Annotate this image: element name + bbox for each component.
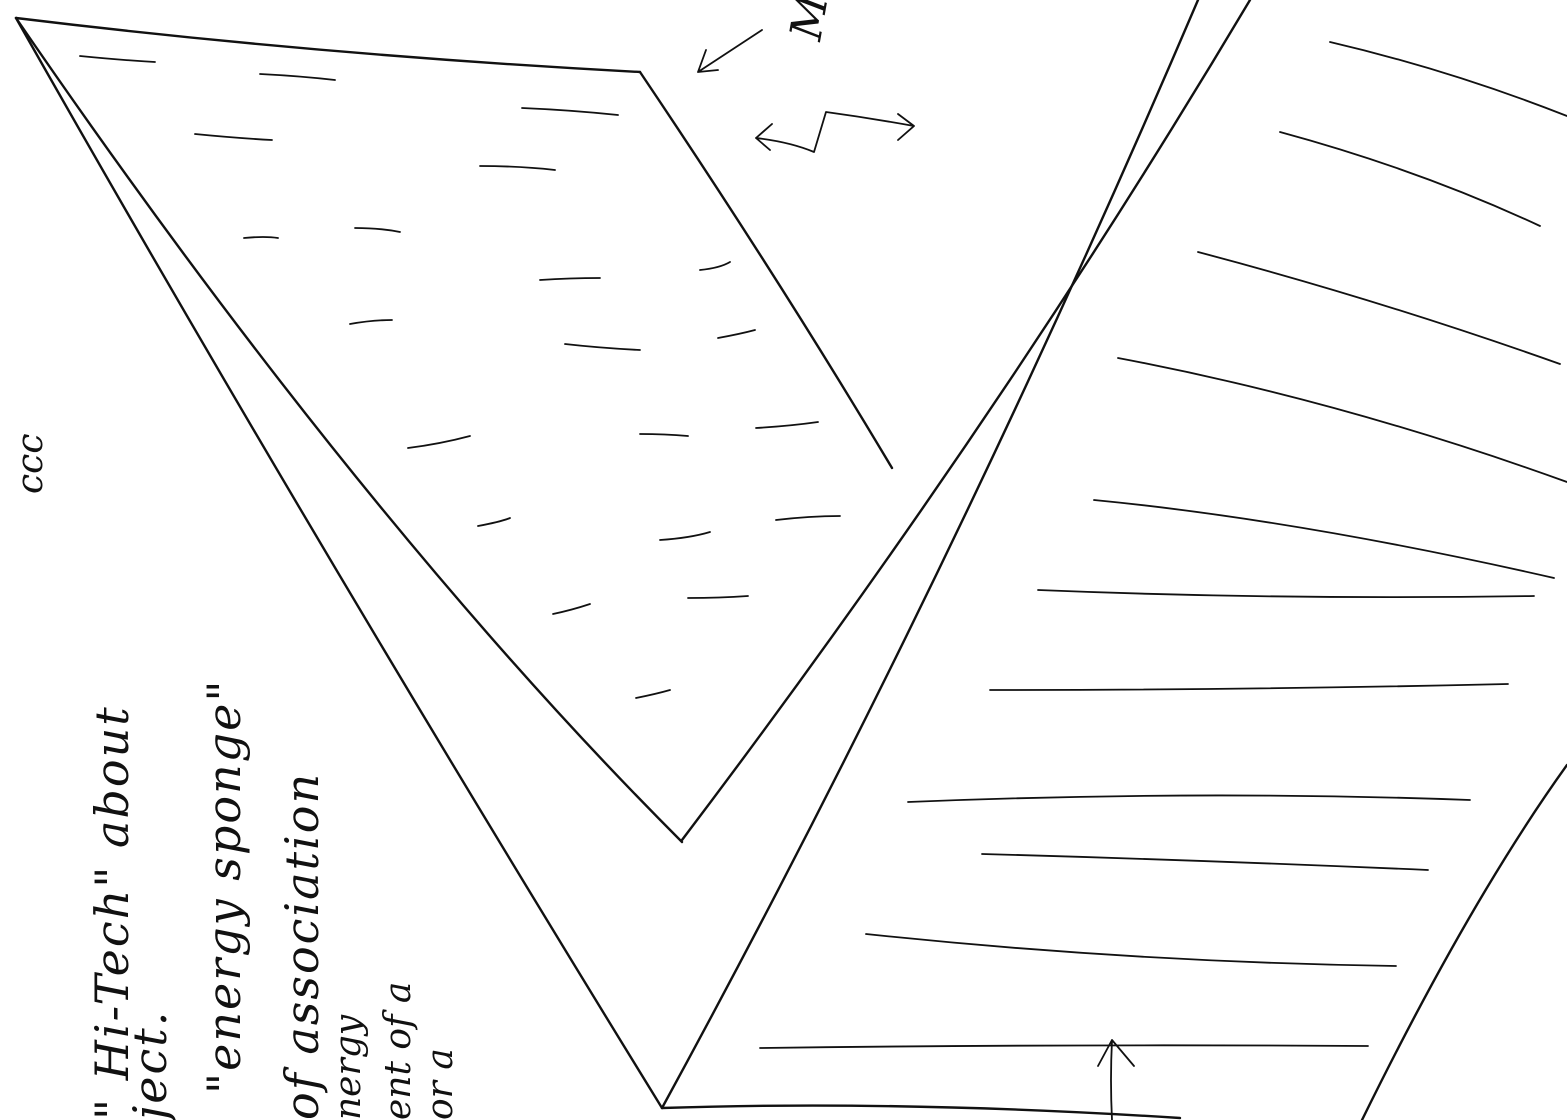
outer-right-edge [662, 0, 1198, 1108]
side-top-note: Ma [780, 0, 843, 45]
panel-hatching [760, 42, 1567, 1048]
arrow-to-corner [698, 30, 762, 72]
triangle-top-edge [16, 18, 640, 72]
note-line-2: ject. [123, 1010, 177, 1120]
note-line-4: of association [275, 772, 329, 1120]
note-line-3: "energy sponge" [197, 679, 251, 1094]
handwritten-notes: Ma ccc " Hi-Tech" about ject. "energy sp… [10, 0, 843, 1120]
note-line-7: or a [420, 1048, 461, 1120]
inner-right-edge [682, 0, 1250, 840]
note-line-5: nergy [328, 1014, 369, 1120]
side-mid-note: ccc [10, 434, 51, 495]
bottom-up-arrow [1098, 1040, 1134, 1120]
annotation-marks [698, 30, 1134, 1120]
zigzag-double-arrow [756, 112, 914, 152]
bottom-right-edge [1362, 765, 1567, 1120]
bottom-base-edge [662, 1106, 1180, 1118]
triangle-right-edge [640, 72, 892, 468]
note-line-6: ent of a [378, 982, 419, 1120]
